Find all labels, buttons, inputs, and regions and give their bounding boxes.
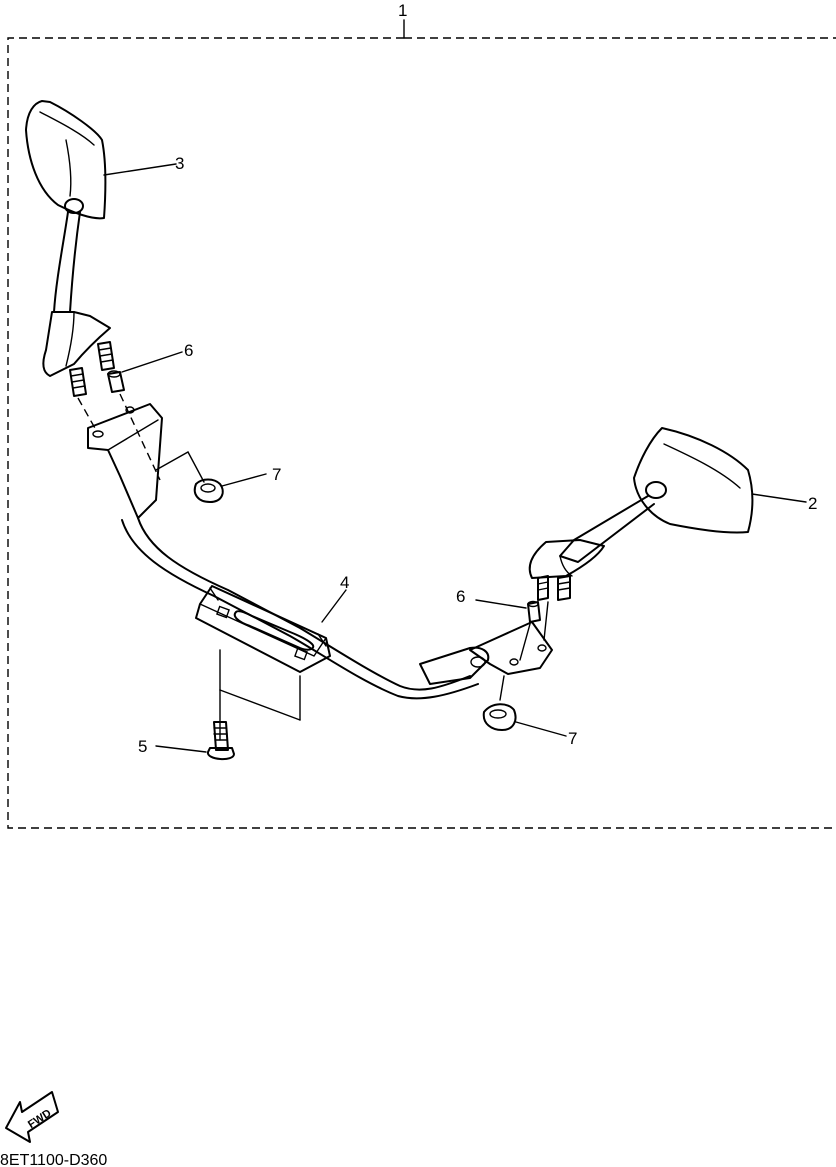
right-mirror <box>528 427 807 579</box>
fwd-label: FWD <box>26 1107 54 1131</box>
callout-5: 5 <box>138 737 147 756</box>
callout-4: 4 <box>340 573 349 592</box>
forward-arrow-icon: FWD <box>5 1091 59 1143</box>
callout-2: 2 <box>808 494 817 513</box>
callout-7-right: 7 <box>568 729 577 748</box>
left-mount-hardware <box>69 341 267 519</box>
callout-3: 3 <box>175 154 184 173</box>
diagram-code: 8ET1100-D360 <box>0 1152 107 1167</box>
callout-6-right: 6 <box>456 587 465 606</box>
assembly-frame <box>7 19 836 829</box>
right-mount-hardware <box>475 575 571 737</box>
stay-bolt <box>155 649 301 760</box>
left-mirror <box>25 100 177 377</box>
callout-6-left: 6 <box>184 341 193 360</box>
mirror-stay <box>121 517 553 700</box>
callout-7-left: 7 <box>272 465 281 484</box>
callout-1: 1 <box>398 1 407 20</box>
